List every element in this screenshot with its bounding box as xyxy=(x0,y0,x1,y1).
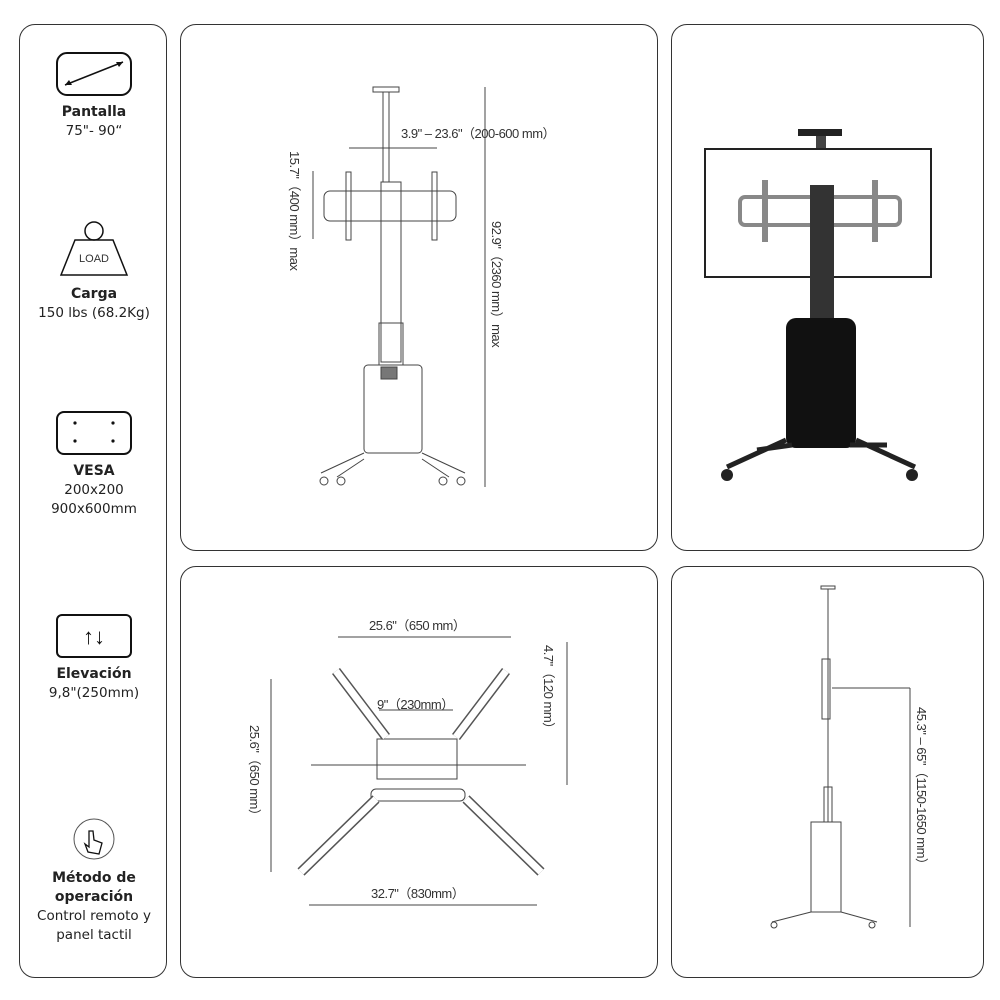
spec-vesa: VESA 200x200 900x600mm xyxy=(20,410,168,519)
specs-sidebar: Pantalla 75"- 90“ LOAD Carga 150 lbs (68… xyxy=(19,24,167,978)
base-width-dimension-label: 32.7"（830mm） xyxy=(371,886,465,901)
front-view-drawing xyxy=(312,86,486,487)
top-view-panel: 25.6"（650 mm） 9"（230mm） 25.6"（650 mm） 4.… xyxy=(180,566,658,978)
spec-title: Pantalla xyxy=(61,104,127,120)
total-height-dimension-label: 92.9"（2360 mm）max xyxy=(489,221,504,348)
top-width-dimension-label: 25.6"（650 mm） xyxy=(369,618,466,633)
width-dimension-label: 3.9" – 23.6"（200-600 mm） xyxy=(401,126,556,141)
spec-operation: Método de operación Control remoto y pan… xyxy=(20,817,168,945)
side-view-panel: 45.3" – 65"（1150-1650 mm） xyxy=(671,566,984,978)
spec-title: VESA xyxy=(73,463,115,479)
up-down-arrows-icon: ↑↓ xyxy=(56,614,132,658)
depth-dimension-label: 25.6"（650 mm） xyxy=(247,725,262,822)
front-view-panel: 3.9" – 23.6"（200-600 mm） 15.7"（400 mm）ma… xyxy=(180,24,658,551)
load-weight-icon: LOAD xyxy=(59,221,129,276)
spec-title: Método de operación xyxy=(52,870,136,905)
vesa-pattern-icon xyxy=(56,411,132,455)
spec-value: 150 lbs (68.2Kg) xyxy=(38,305,150,321)
side-view-drawing xyxy=(770,585,911,929)
vesa-height-dimension-label: 15.7"（400 mm）max xyxy=(287,151,302,271)
stand-with-tv-illustration xyxy=(704,129,932,481)
height-range-dimension-label: 45.3" – 65"（1150-1650 mm） xyxy=(914,707,929,871)
offset-dimension-label: 4.7"（120 mm） xyxy=(541,645,556,735)
svg-text:LOAD: LOAD xyxy=(79,253,109,265)
spec-value: 900x600mm xyxy=(51,501,137,517)
spec-value: 75"- 90“ xyxy=(65,123,123,139)
spec-value: 9,8"(250mm) xyxy=(48,685,140,701)
spec-title: Carga xyxy=(70,286,118,302)
spec-load: LOAD Carga 150 lbs (68.2Kg) xyxy=(20,221,168,323)
spec-elevation: ↑↓ Elevación 9,8"(250mm) xyxy=(20,613,168,703)
spec-value: 200x200 xyxy=(64,482,124,498)
inner-width-dimension-label: 9"（230mm） xyxy=(377,697,454,712)
touch-hand-icon xyxy=(73,818,115,860)
product-photo-panel xyxy=(671,24,984,551)
spec-value: Control remoto y panel tactil xyxy=(37,908,151,943)
top-view-drawing xyxy=(270,636,568,906)
svg-text:↑↓: ↑↓ xyxy=(83,624,105,649)
spec-screen: Pantalla 75"- 90“ xyxy=(20,51,168,141)
spec-title: Elevación xyxy=(56,666,132,682)
screen-size-icon xyxy=(56,52,132,96)
